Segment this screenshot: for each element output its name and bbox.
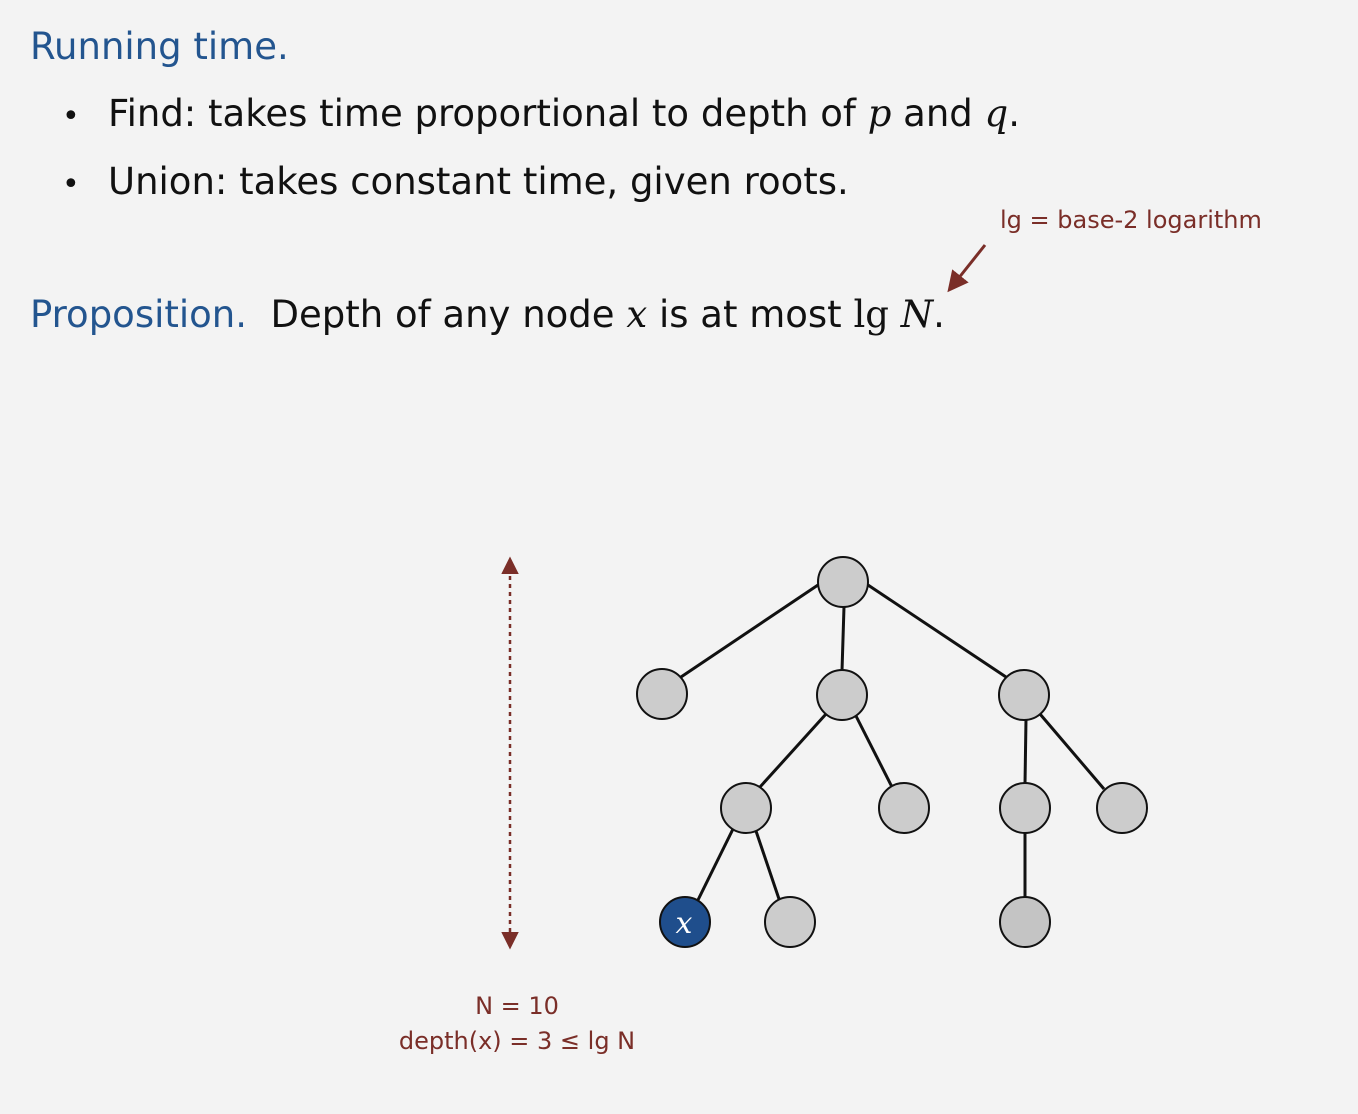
- lg-note: lg = base-2 logarithm: [1000, 206, 1262, 234]
- tree-node-i: [999, 896, 1051, 948]
- lg-pointer-arrow: [947, 244, 987, 293]
- find-text: Find: takes time proportional to depth o…: [108, 92, 868, 135]
- edge-c-g: [1038, 713, 1106, 790]
- edge-root-c: [867, 583, 1007, 679]
- prop-text-2: is at most: [647, 293, 854, 336]
- edge-root-b: [840, 606, 846, 672]
- tree-node-f: [999, 782, 1051, 834]
- depth-label: depth(x) = 3 ≤ lg N: [398, 1027, 636, 1055]
- edge-d-h: [754, 830, 781, 900]
- prop-var-x: x: [626, 293, 648, 336]
- bullet-union: • Union: takes constant time, given roots…: [62, 160, 1020, 228]
- tree-node-c: [998, 669, 1050, 721]
- tree-node-g: [1096, 782, 1148, 834]
- edge-b-d: [758, 712, 828, 789]
- tree-node-root: [817, 556, 869, 608]
- proposition-heading: Proposition.: [30, 293, 248, 336]
- edge-b-e: [854, 715, 894, 788]
- find-and: and: [891, 92, 985, 135]
- bullet-dot-icon: •: [62, 99, 80, 134]
- union-text: Union: takes constant time, given roots.: [108, 160, 849, 203]
- running-time-heading: Running time.: [30, 25, 289, 68]
- tree-node-a: [636, 668, 688, 720]
- tree-node-e: [878, 782, 930, 834]
- edge-c-f: [1023, 718, 1028, 785]
- n-equals-label: N = 10: [475, 992, 559, 1020]
- edge-d-x: [695, 828, 735, 903]
- proposition-line: Proposition. Depth of any node x is at m…: [30, 293, 945, 336]
- prop-period: .: [933, 293, 945, 336]
- var-p: p: [867, 92, 892, 135]
- find-period: .: [1008, 92, 1020, 135]
- bullet-find: • Find: takes time proportional to depth …: [62, 92, 1020, 160]
- var-q: q: [984, 92, 1009, 135]
- prop-var-n: N: [900, 293, 934, 336]
- tree-node-h: [764, 896, 816, 948]
- tree-node-d: [720, 782, 772, 834]
- edge-root-a: [677, 583, 819, 681]
- tree-node-x: [659, 896, 711, 948]
- tree-node-b: [816, 669, 868, 721]
- node-x-label: x: [676, 906, 693, 941]
- tree-edges: [677, 583, 1106, 903]
- prop-lg: lg: [853, 293, 889, 336]
- prop-text-1: Depth of any node: [247, 293, 627, 336]
- bullet-list: • Find: takes time proportional to depth …: [62, 92, 1020, 228]
- tree-nodes: [636, 556, 1148, 948]
- bullet-dot-icon: •: [62, 167, 80, 202]
